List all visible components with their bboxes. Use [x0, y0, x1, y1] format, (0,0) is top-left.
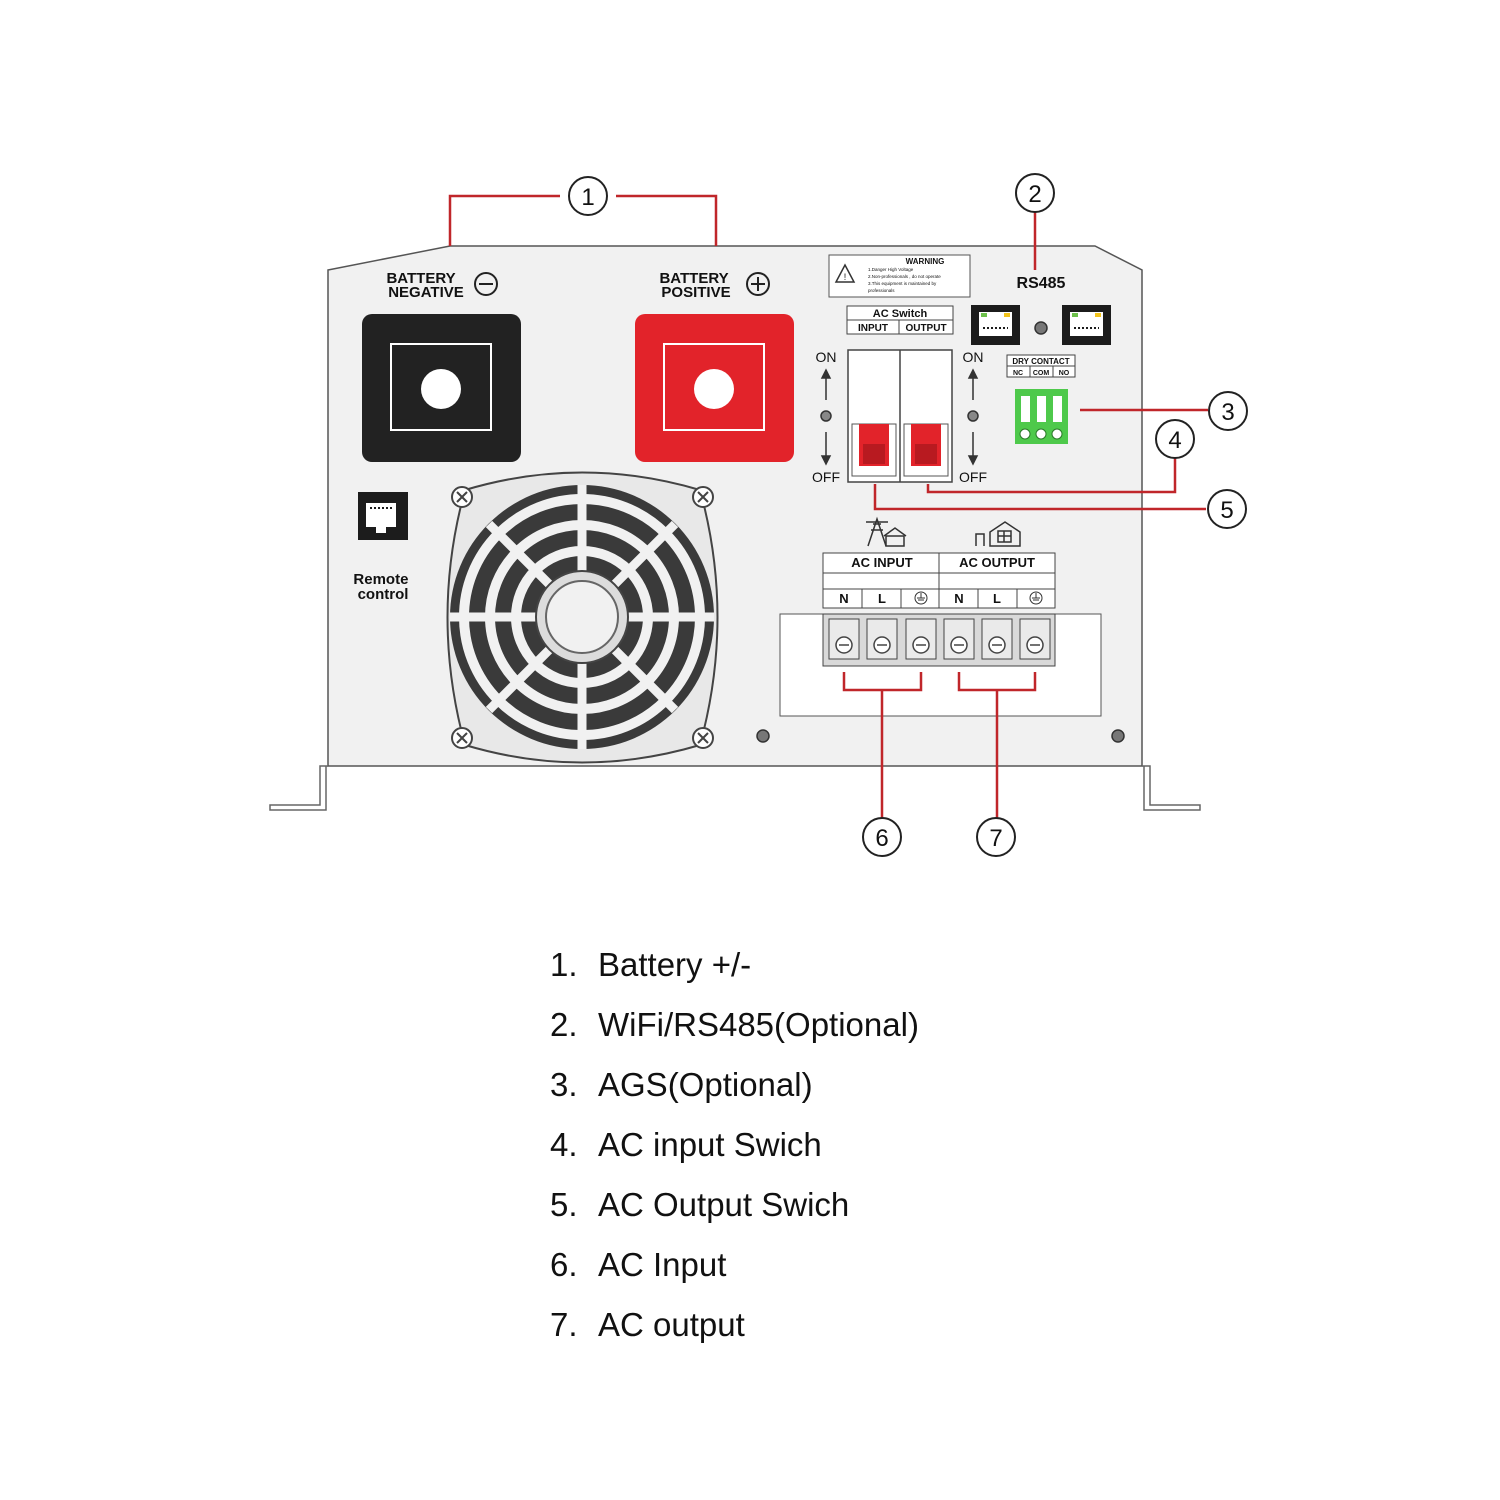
warning-label: ! WARNING 1.Danger High Voltage 2.Non-pr…: [828, 254, 971, 298]
svg-text:Remote control: Remote control: [353, 571, 412, 603]
switch-off-label-left: OFF: [812, 469, 840, 485]
inverter-front-panel-diagram: BATTERY NEGATIVE BATTERY POSITIVE Remote…: [269, 173, 1248, 857]
svg-text:6: 6: [875, 825, 888, 852]
legend-item-5: 5. AC Output Swich: [550, 1175, 1150, 1235]
ac-switch-title: AC Switch: [873, 308, 928, 320]
mounting-feet: [269, 765, 1201, 811]
rs485-port-2: [1062, 305, 1111, 345]
rs485-label: RS485: [1017, 275, 1066, 292]
svg-text:2: 2: [1028, 181, 1041, 208]
warning-title: WARNING: [906, 257, 945, 266]
callout-lines: [448, 194, 1208, 818]
ac-switch-output: OUTPUT: [905, 323, 946, 334]
remote-control-port-icon: [358, 492, 408, 540]
legend-number: 3.: [550, 1066, 578, 1103]
screw: [1034, 321, 1048, 335]
callout-1: 1: [568, 176, 608, 216]
svg-text:!: !: [844, 272, 847, 282]
ac-switch-label: AC Switch INPUT OUTPUT: [846, 305, 954, 335]
legend-item-2: 2. WiFi/RS485(Optional): [550, 995, 1150, 1055]
svg-text:N: N: [954, 591, 963, 606]
remote-control-label-2: control: [358, 586, 409, 603]
ac-output-terminal-label: AC OUTPUT: [959, 555, 1035, 570]
callout-4: 4: [1155, 419, 1195, 459]
svg-text:NO: NO: [1059, 370, 1070, 377]
ac-switch-input: INPUT: [858, 323, 888, 334]
svg-text:BATTERY POSITIVE: BATTERY POSITIVE: [659, 270, 732, 301]
switch-direction-arrows: [820, 368, 979, 466]
legend-item-6: 6. AC Input: [550, 1235, 1150, 1295]
legend-number: 2.: [550, 1006, 578, 1043]
switch-off-label-right: OFF: [959, 469, 987, 485]
legend-text: AC input Swich: [598, 1126, 822, 1163]
battery-negative-label-2: NEGATIVE: [388, 284, 464, 301]
home-icon: [975, 521, 1021, 547]
panel-screws: [756, 729, 1125, 743]
svg-text:4: 4: [1168, 427, 1181, 454]
svg-text:1: 1: [581, 184, 594, 211]
legend-number: 1.: [550, 946, 578, 983]
legend-text: WiFi/RS485(Optional): [598, 1006, 919, 1043]
callout-2: 2: [1015, 173, 1055, 213]
battery-positive-terminal: [635, 314, 794, 462]
rs485-port-1: [971, 305, 1020, 345]
svg-text:DRY CONTACT: DRY CONTACT: [1012, 357, 1069, 366]
legend-item-3: 3. AGS(Optional): [550, 1055, 1150, 1115]
ac-terminal-block: [779, 613, 1102, 717]
legend-text: AC output: [598, 1306, 745, 1343]
svg-text:L: L: [993, 591, 1001, 606]
legend-number: 5.: [550, 1186, 578, 1223]
ground-icon: [914, 591, 1043, 605]
svg-text:L: L: [878, 591, 886, 606]
legend-text: AC Output Swich: [598, 1186, 850, 1223]
legend-number: 4.: [550, 1126, 578, 1163]
ac-breakers: [847, 349, 953, 483]
legend-text: AGS(Optional): [598, 1066, 813, 1103]
cooling-fan: [446, 471, 719, 764]
legend-text: Battery +/-: [598, 946, 752, 983]
legend-item-4: 4. AC input Swich: [550, 1115, 1150, 1175]
battery-positive-label-1: BATTERY: [659, 270, 728, 287]
legend-number: 6.: [550, 1246, 578, 1283]
callout-6: 6: [862, 817, 902, 857]
callout-7: 7: [976, 817, 1016, 857]
legend-item-1: 1. Battery +/-: [550, 935, 1150, 995]
battery-negative-label-1: BATTERY: [386, 270, 455, 287]
ac-terminal-label-block: AC INPUT AC OUTPUT N L N L: [822, 552, 1056, 609]
callout-3: 3: [1208, 391, 1248, 431]
legend-number: 7.: [550, 1306, 578, 1343]
remote-control-label-1: Remote: [353, 571, 408, 588]
battery-positive-label-2: POSITIVE: [661, 284, 730, 301]
power-grid-icon: [866, 516, 907, 547]
svg-text:BATTERY NEGATIVE: BATTERY NEGATIVE: [386, 270, 463, 301]
plus-symbol-icon: [746, 272, 770, 296]
svg-text:NC: NC: [1013, 370, 1023, 377]
ac-input-terminal-label: AC INPUT: [851, 555, 912, 570]
legend-item-7: 7. AC output: [550, 1295, 1150, 1355]
callout-5: 5: [1207, 489, 1247, 529]
svg-text:N: N: [839, 591, 848, 606]
svg-text:1.Danger High Voltage 2.: 1.Danger High Voltage 2.Non-professional…: [868, 267, 942, 293]
minus-symbol-icon: [474, 272, 498, 296]
battery-negative-terminal: [362, 314, 521, 462]
svg-text:COM: COM: [1033, 370, 1050, 377]
switch-on-label-right: ON: [963, 349, 984, 365]
legend-text: AC Input: [598, 1246, 727, 1283]
svg-text:7: 7: [989, 825, 1002, 852]
switch-on-label-left: ON: [816, 349, 837, 365]
dry-contact-terminal-ags: [1015, 389, 1068, 444]
svg-text:3: 3: [1221, 399, 1234, 426]
svg-text:5: 5: [1220, 497, 1233, 524]
legend-list: 1. Battery +/- 2. WiFi/RS485(Optional) 3…: [550, 935, 1150, 1355]
dry-contact-label: DRY CONTACT NC COM NO: [1006, 354, 1076, 378]
